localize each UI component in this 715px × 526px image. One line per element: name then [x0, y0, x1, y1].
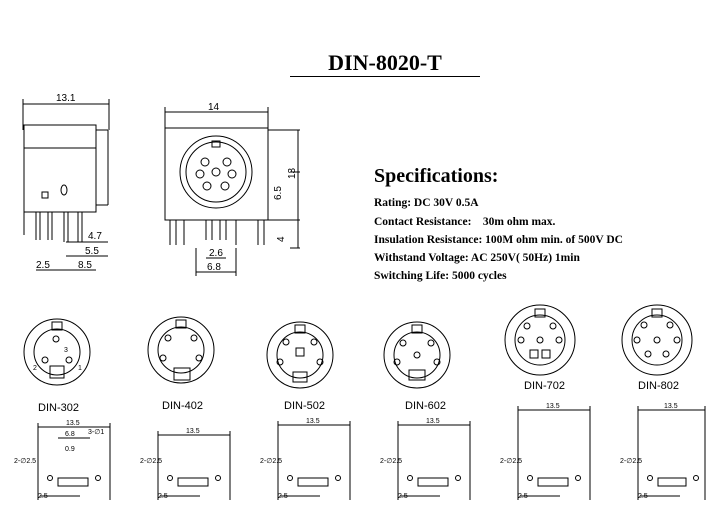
din-302-pin-1: 1 [78, 365, 82, 372]
fp-402-width: 13.5 [186, 428, 200, 435]
din-802-label: DIN-802 [638, 380, 679, 392]
din-402-label: DIN-402 [162, 400, 203, 412]
din-702-label: DIN-702 [524, 380, 565, 392]
fp-402-bot: 2.5 [158, 493, 168, 500]
spec-insulation-resistance: Insulation Resistance: 100M ohm min. of … [374, 234, 623, 246]
variant-din-802: DIN-802 [621, 304, 693, 392]
fp-602-width: 13.5 [426, 418, 440, 425]
footprint-din-702: 13.5 2-∅2.5 2.5 [500, 403, 591, 500]
fp-402-hole: 2-∅2.5 [140, 458, 162, 465]
front-width-label: 14 [208, 102, 220, 113]
side-view: 13.1 4.7 5.5 2.5 8.5 [22, 93, 110, 271]
footprint-din-602: 13.5 2-∅2.5 2.5 [380, 418, 471, 500]
side-width-label: 13.1 [56, 93, 76, 104]
front-h1-label: 13 [287, 167, 298, 179]
din-302-pin-2: 2 [33, 365, 37, 372]
front-w1-label: 2.6 [209, 248, 223, 259]
front-h2-label: 6.5 [273, 186, 284, 200]
spec-withstand-voltage: Withstand Voltage: AC 250V( 50Hz) 1min [374, 252, 580, 264]
fp-502-width: 13.5 [306, 418, 320, 425]
variant-din-502: DIN-502 [266, 321, 334, 412]
fp-302-bot: 2.5 [38, 493, 48, 500]
variant-din-602: DIN-602 [383, 321, 451, 412]
fp-702-width: 13.5 [546, 403, 560, 410]
page-title: DIN-8020-T [290, 50, 480, 77]
fp-502-hole: 2-∅2.5 [260, 458, 282, 465]
din-302-pin-3: 3 [64, 347, 68, 354]
footprint-din-302: 13.5 6.8 0.9 2-∅2.5 3-∅1 2.5 [14, 420, 111, 500]
front-w2-label: 6.8 [207, 262, 221, 273]
variant-din-302: 3 2 1 DIN-302 [23, 318, 91, 414]
footprint-din-802: 13.5 2-∅2.5 2.5 [620, 403, 706, 500]
variant-din-402: DIN-402 [147, 316, 215, 412]
side-d2-label: 5.5 [85, 246, 99, 257]
spec-switching-life: Switching Life: 5000 cycles [374, 270, 507, 282]
fp-702-bot: 2.5 [518, 493, 528, 500]
footprint-din-402: 13.5 2-∅2.5 2.5 [140, 428, 231, 500]
fp-602-hole: 2-∅2.5 [380, 458, 402, 465]
side-d3-label: 2.5 [36, 260, 50, 271]
spec-heading: Specifications: [374, 165, 499, 187]
fp-302-a: 6.8 [65, 431, 75, 438]
din-302-label: DIN-302 [38, 402, 79, 414]
footprint-din-502: 13.5 2-∅2.5 2.5 [260, 418, 351, 500]
fp-302-hole: 2-∅2.5 [14, 458, 36, 465]
front-h3-label: 4 [276, 236, 287, 242]
fp-702-hole: 2-∅2.5 [500, 458, 522, 465]
side-d4-label: 8.5 [78, 260, 92, 271]
din-602-label: DIN-602 [405, 400, 446, 412]
fp-302-pin: 3-∅1 [88, 429, 104, 436]
variant-din-702: DIN-702 [504, 304, 576, 392]
fp-302-width: 13.5 [66, 420, 80, 427]
fp-502-bot: 2.5 [278, 493, 288, 500]
fp-802-hole: 2-∅2.5 [620, 458, 642, 465]
din-502-label: DIN-502 [284, 400, 325, 412]
fp-802-width: 13.5 [664, 403, 678, 410]
side-d1-label: 4.7 [88, 231, 102, 242]
spec-contact-resistance: Contact Resistance: 30m ohm max. [374, 216, 556, 228]
fp-602-bot: 2.5 [398, 493, 408, 500]
fp-802-bot: 2.5 [638, 493, 648, 500]
fp-302-b: 0.9 [65, 446, 75, 453]
front-view: 14 13 [164, 102, 300, 276]
spec-rating: Rating: DC 30V 0.5A [374, 197, 479, 209]
